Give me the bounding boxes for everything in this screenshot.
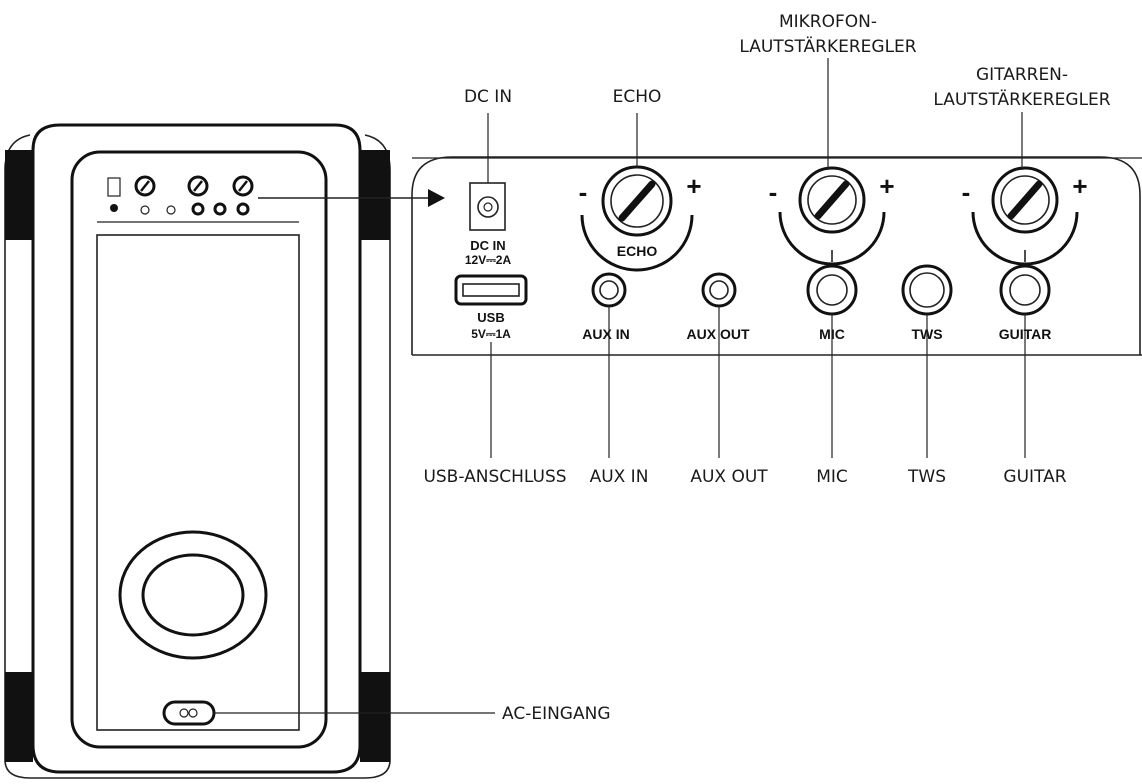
bumper-top-right [360, 150, 390, 240]
callout-guitar-volume-line1: GITARREN- [976, 65, 1068, 85]
bumper-bottom-right [360, 672, 390, 762]
callout-usb-port: USB-ANSCHLUSS [423, 467, 566, 487]
rear-grille [96, 234, 300, 731]
mini-control-strip [107, 175, 254, 216]
echo-minus-sign: - [579, 177, 588, 207]
callout-guitar: GUITAR [1003, 467, 1066, 487]
echo-plus-sign: + [686, 171, 701, 201]
aux-in-jack [591, 272, 627, 308]
rear-panel-frame [70, 150, 328, 749]
guitar-plus-sign: + [1072, 171, 1087, 201]
detail-panel: DC IN 12V⎓2A USB 5V⎓1A - + ECHO - + [411, 156, 1142, 356]
leader-lines [214, 58, 1026, 714]
dc-in-jack [469, 182, 506, 231]
panel-label-dc-in: DC IN [470, 238, 505, 253]
callout-aux-in: AUX IN [590, 467, 649, 487]
tws-button [901, 264, 953, 316]
callout-tws: TWS [907, 467, 946, 487]
panel-label-aux-in: AUX IN [582, 326, 629, 342]
guitar-minus-sign: - [962, 177, 971, 207]
panel-label-dc-rating: 12V⎓2A [465, 253, 512, 267]
usb-port [454, 274, 528, 306]
callout-mic-volume-line1: MIKROFON- [779, 12, 877, 32]
zoom-arrow-icon [428, 189, 445, 207]
mic-plus-sign: + [879, 171, 894, 201]
panel-label-usb-rating: 5V⎓1A [471, 327, 511, 341]
guitar-jack [999, 264, 1051, 316]
callout-mic: MIC [816, 467, 848, 487]
panel-label-aux-out: AUX OUT [687, 326, 750, 342]
aux-out-jack [701, 272, 737, 308]
handle-inner [141, 553, 245, 637]
panel-label-usb: USB [477, 310, 504, 325]
guitar-volume-knob [971, 166, 1079, 266]
panel-label-echo: ECHO [617, 243, 658, 259]
callout-aux-out: AUX OUT [690, 467, 768, 487]
bumper-bottom-left [5, 672, 33, 762]
callout-echo: ECHO [613, 87, 662, 107]
callout-ac-input: AC-EINGANG [502, 704, 611, 724]
ac-inlet [162, 700, 216, 726]
mic-minus-sign: - [769, 177, 778, 207]
mic-jack [806, 264, 858, 316]
mic-volume-knob [778, 166, 886, 266]
callout-mic-volume-line2: LAUTSTÄRKEREGLER [739, 36, 916, 57]
handle-outer [118, 530, 268, 660]
bumper-top-left [5, 150, 33, 240]
callout-dc-in: DC IN [464, 87, 512, 107]
callout-guitar-volume-line2: LAUTSTÄRKEREGLER [933, 89, 1110, 110]
speaker-body [4, 123, 391, 779]
